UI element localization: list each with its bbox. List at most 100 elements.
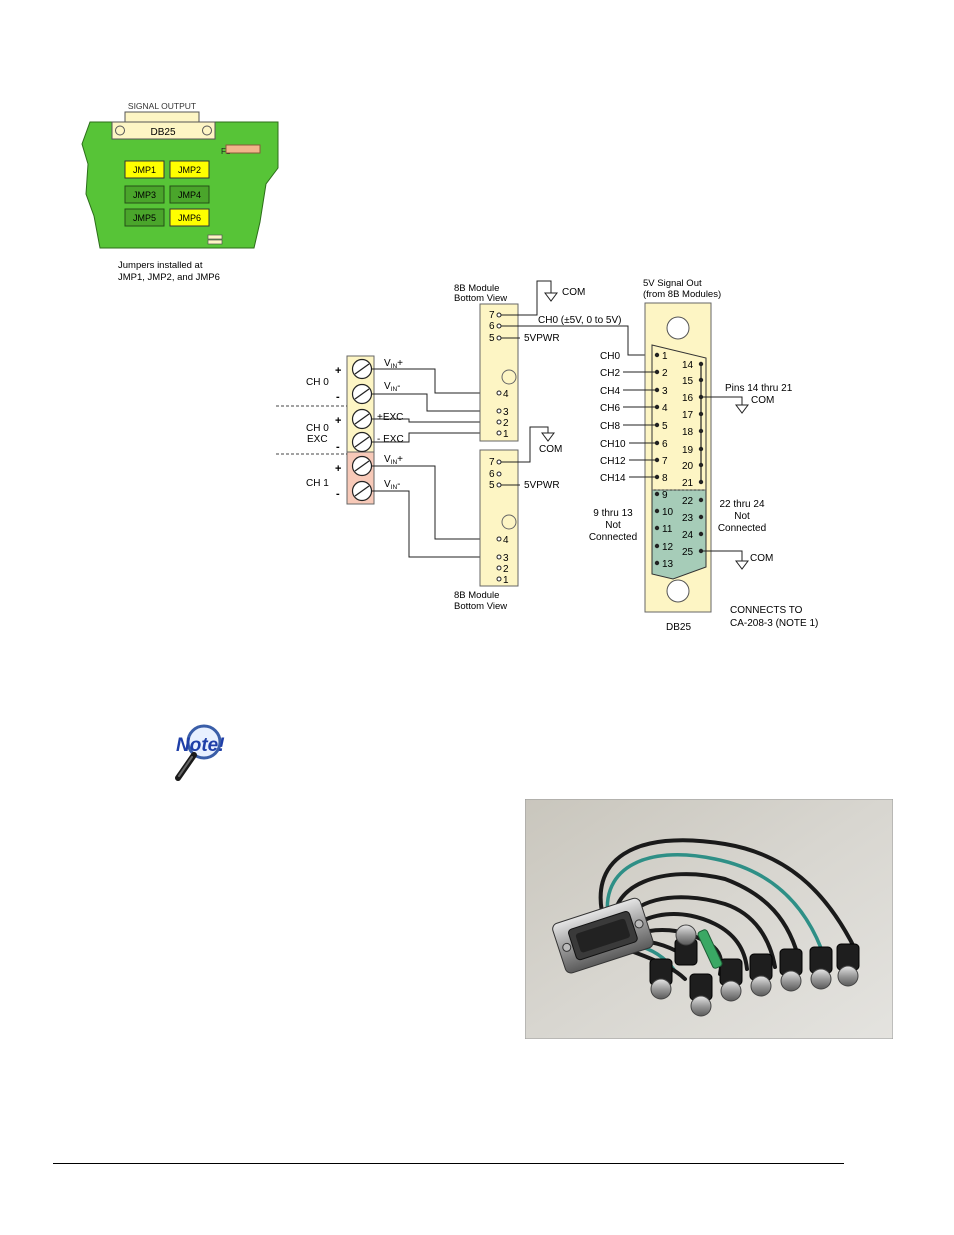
module-bottom-label-1: 8B Module <box>454 590 499 601</box>
db25-pin-2: 2 <box>662 368 668 379</box>
db25-pin-10: 10 <box>662 507 674 518</box>
mod1-pin-2: 2 <box>503 418 509 429</box>
com-label-mod2: COM <box>539 444 562 455</box>
module-top-label-1: 8B Module <box>454 283 499 294</box>
mod1-pin-4: 4 <box>503 389 509 400</box>
bnc-cable-photo <box>525 799 893 1039</box>
jumper-label-jmp3: JMP3 <box>133 190 156 200</box>
db25-pin-12: 12 <box>662 542 674 553</box>
connects-to-1: CONNECTS TO <box>730 605 803 616</box>
db25-unused-area <box>651 489 707 580</box>
db25-ch4: CH4 <box>600 386 620 397</box>
vpwr-label-bottom: 5VPWR <box>524 480 560 491</box>
pins-14-21-com: COM <box>751 395 774 406</box>
com-label-top: COM <box>562 287 585 298</box>
ch0-exc-label-2: EXC <box>307 434 328 445</box>
mod2-pin-2: 2 <box>503 564 509 575</box>
db25-pin-23: 23 <box>682 513 694 524</box>
db25-ch10: CH10 <box>600 439 626 450</box>
db25-pin-4: 4 <box>662 403 668 414</box>
db25-pin-9: 9 <box>662 490 668 501</box>
footer-rule <box>53 1163 844 1164</box>
mod2-pin-1: 1 <box>503 575 509 586</box>
jumper-label-jmp1: JMP1 <box>133 165 156 175</box>
db25-pin-8: 8 <box>662 473 668 484</box>
module-top-label-2: Bottom View <box>454 293 507 304</box>
mod2-pin-6: 6 <box>489 469 495 480</box>
exc-minus-sign: - <box>336 441 340 453</box>
wiring-diagram: CH 0 CH 0 EXC CH 1 + - + - + - VIN+ VIN-… <box>276 278 818 633</box>
ch0-plus-sign: + <box>335 365 341 377</box>
db25-pin-24: 24 <box>682 530 694 541</box>
ch0-output-label: CH0 (±5V, 0 to 5V) <box>538 315 622 326</box>
vin-minus-ch0-label: VIN- <box>384 381 401 393</box>
ch0-label: CH 0 <box>306 377 329 388</box>
jumper-jmp2 <box>169 160 210 179</box>
mod2-pin-7: 7 <box>489 457 495 468</box>
vin-plus-ch1-label: VIN+ <box>384 454 403 466</box>
exc-minus-label: - EXC <box>377 434 404 445</box>
db25-ch14: CH14 <box>600 473 626 484</box>
jumper-jmp1 <box>124 160 165 179</box>
db25-ch12: CH12 <box>600 456 626 467</box>
mod1-pin-1: 1 <box>503 429 509 440</box>
pin25-com: COM <box>750 553 773 564</box>
vpwr-label-top: 5VPWR <box>524 333 560 344</box>
db25-label: DB25 <box>150 127 175 138</box>
note-magnifier-icon: Note! <box>175 724 225 781</box>
jumper-label-jmp6: JMP6 <box>178 213 201 223</box>
jumper-caption-line1: Jumpers installed at <box>118 260 203 271</box>
db25-pin-5: 5 <box>662 421 668 432</box>
jumper-board-diagram: SIGNAL OUTPUT DB25 F1 JMP1 JMP2 JMP3 JMP… <box>81 101 279 283</box>
db25-pin-3: 3 <box>662 386 668 397</box>
jumper-jmp3 <box>124 185 165 204</box>
db25-pin-18: 18 <box>682 427 694 438</box>
db25-bottom-label: DB25 <box>666 622 691 633</box>
note-label: Note! <box>176 735 225 756</box>
jumper-jmp6 <box>169 208 210 227</box>
db25-pin-17: 17 <box>682 410 694 421</box>
exc-plus-sign: + <box>335 415 341 427</box>
mod1-pin-7: 7 <box>489 310 495 321</box>
ch0-minus-sign: - <box>336 391 340 403</box>
nc-left-3: Connected <box>589 532 637 543</box>
mod1-pin-5: 5 <box>489 333 495 344</box>
db25-ch8: CH8 <box>600 421 620 432</box>
connects-to-2: CA-208-3 (NOTE 1) <box>730 618 818 629</box>
db25-ch6: CH6 <box>600 403 620 414</box>
vin-plus-ch0-label: VIN+ <box>384 358 403 370</box>
fuse <box>225 144 261 154</box>
signal-output-label: SIGNAL OUTPUT <box>128 101 196 111</box>
jumper-label-jmp5: JMP5 <box>133 213 156 223</box>
jumper-label-jmp4: JMP4 <box>178 190 201 200</box>
circuit-board <box>81 121 279 249</box>
exc-plus-label: +EXC <box>377 412 403 423</box>
db25-title-2: (from 8B Modules) <box>643 289 721 300</box>
jumper-label-jmp2: JMP2 <box>178 165 201 175</box>
mod2-pin-4: 4 <box>503 535 509 546</box>
nc-left-2: Not <box>605 520 621 531</box>
db25-pin-area <box>651 344 707 491</box>
nc-left-1: 9 thru 13 <box>593 508 633 519</box>
ch1-label: CH 1 <box>306 478 329 489</box>
db25-pin-11: 11 <box>662 524 673 535</box>
nc-right-3: Connected <box>718 523 766 534</box>
db25-pin-16: 16 <box>682 393 694 404</box>
ch1-plus-sign: + <box>335 463 341 475</box>
db25-pin-13: 13 <box>662 559 674 570</box>
db25-pin-7: 7 <box>662 456 668 467</box>
pins-14-21-label: Pins 14 thru 21 <box>725 383 793 394</box>
module-bottom-label-2: Bottom View <box>454 601 507 612</box>
db25-pin-21: 21 <box>682 478 694 489</box>
jumper-jmp4 <box>169 185 210 204</box>
db25-ch2: CH2 <box>600 368 620 379</box>
vin-minus-ch1-label: VIN- <box>384 479 401 491</box>
nc-right-2: Not <box>734 511 750 522</box>
db25-connector <box>111 121 216 140</box>
db25-pin-6: 6 <box>662 439 668 450</box>
db25-pin-19: 19 <box>682 445 694 456</box>
db25-pin-15: 15 <box>682 376 694 387</box>
jumper-jmp5 <box>124 208 165 227</box>
nc-right-1: 22 thru 24 <box>719 499 764 510</box>
db25-ch0: CH0 <box>600 351 620 362</box>
